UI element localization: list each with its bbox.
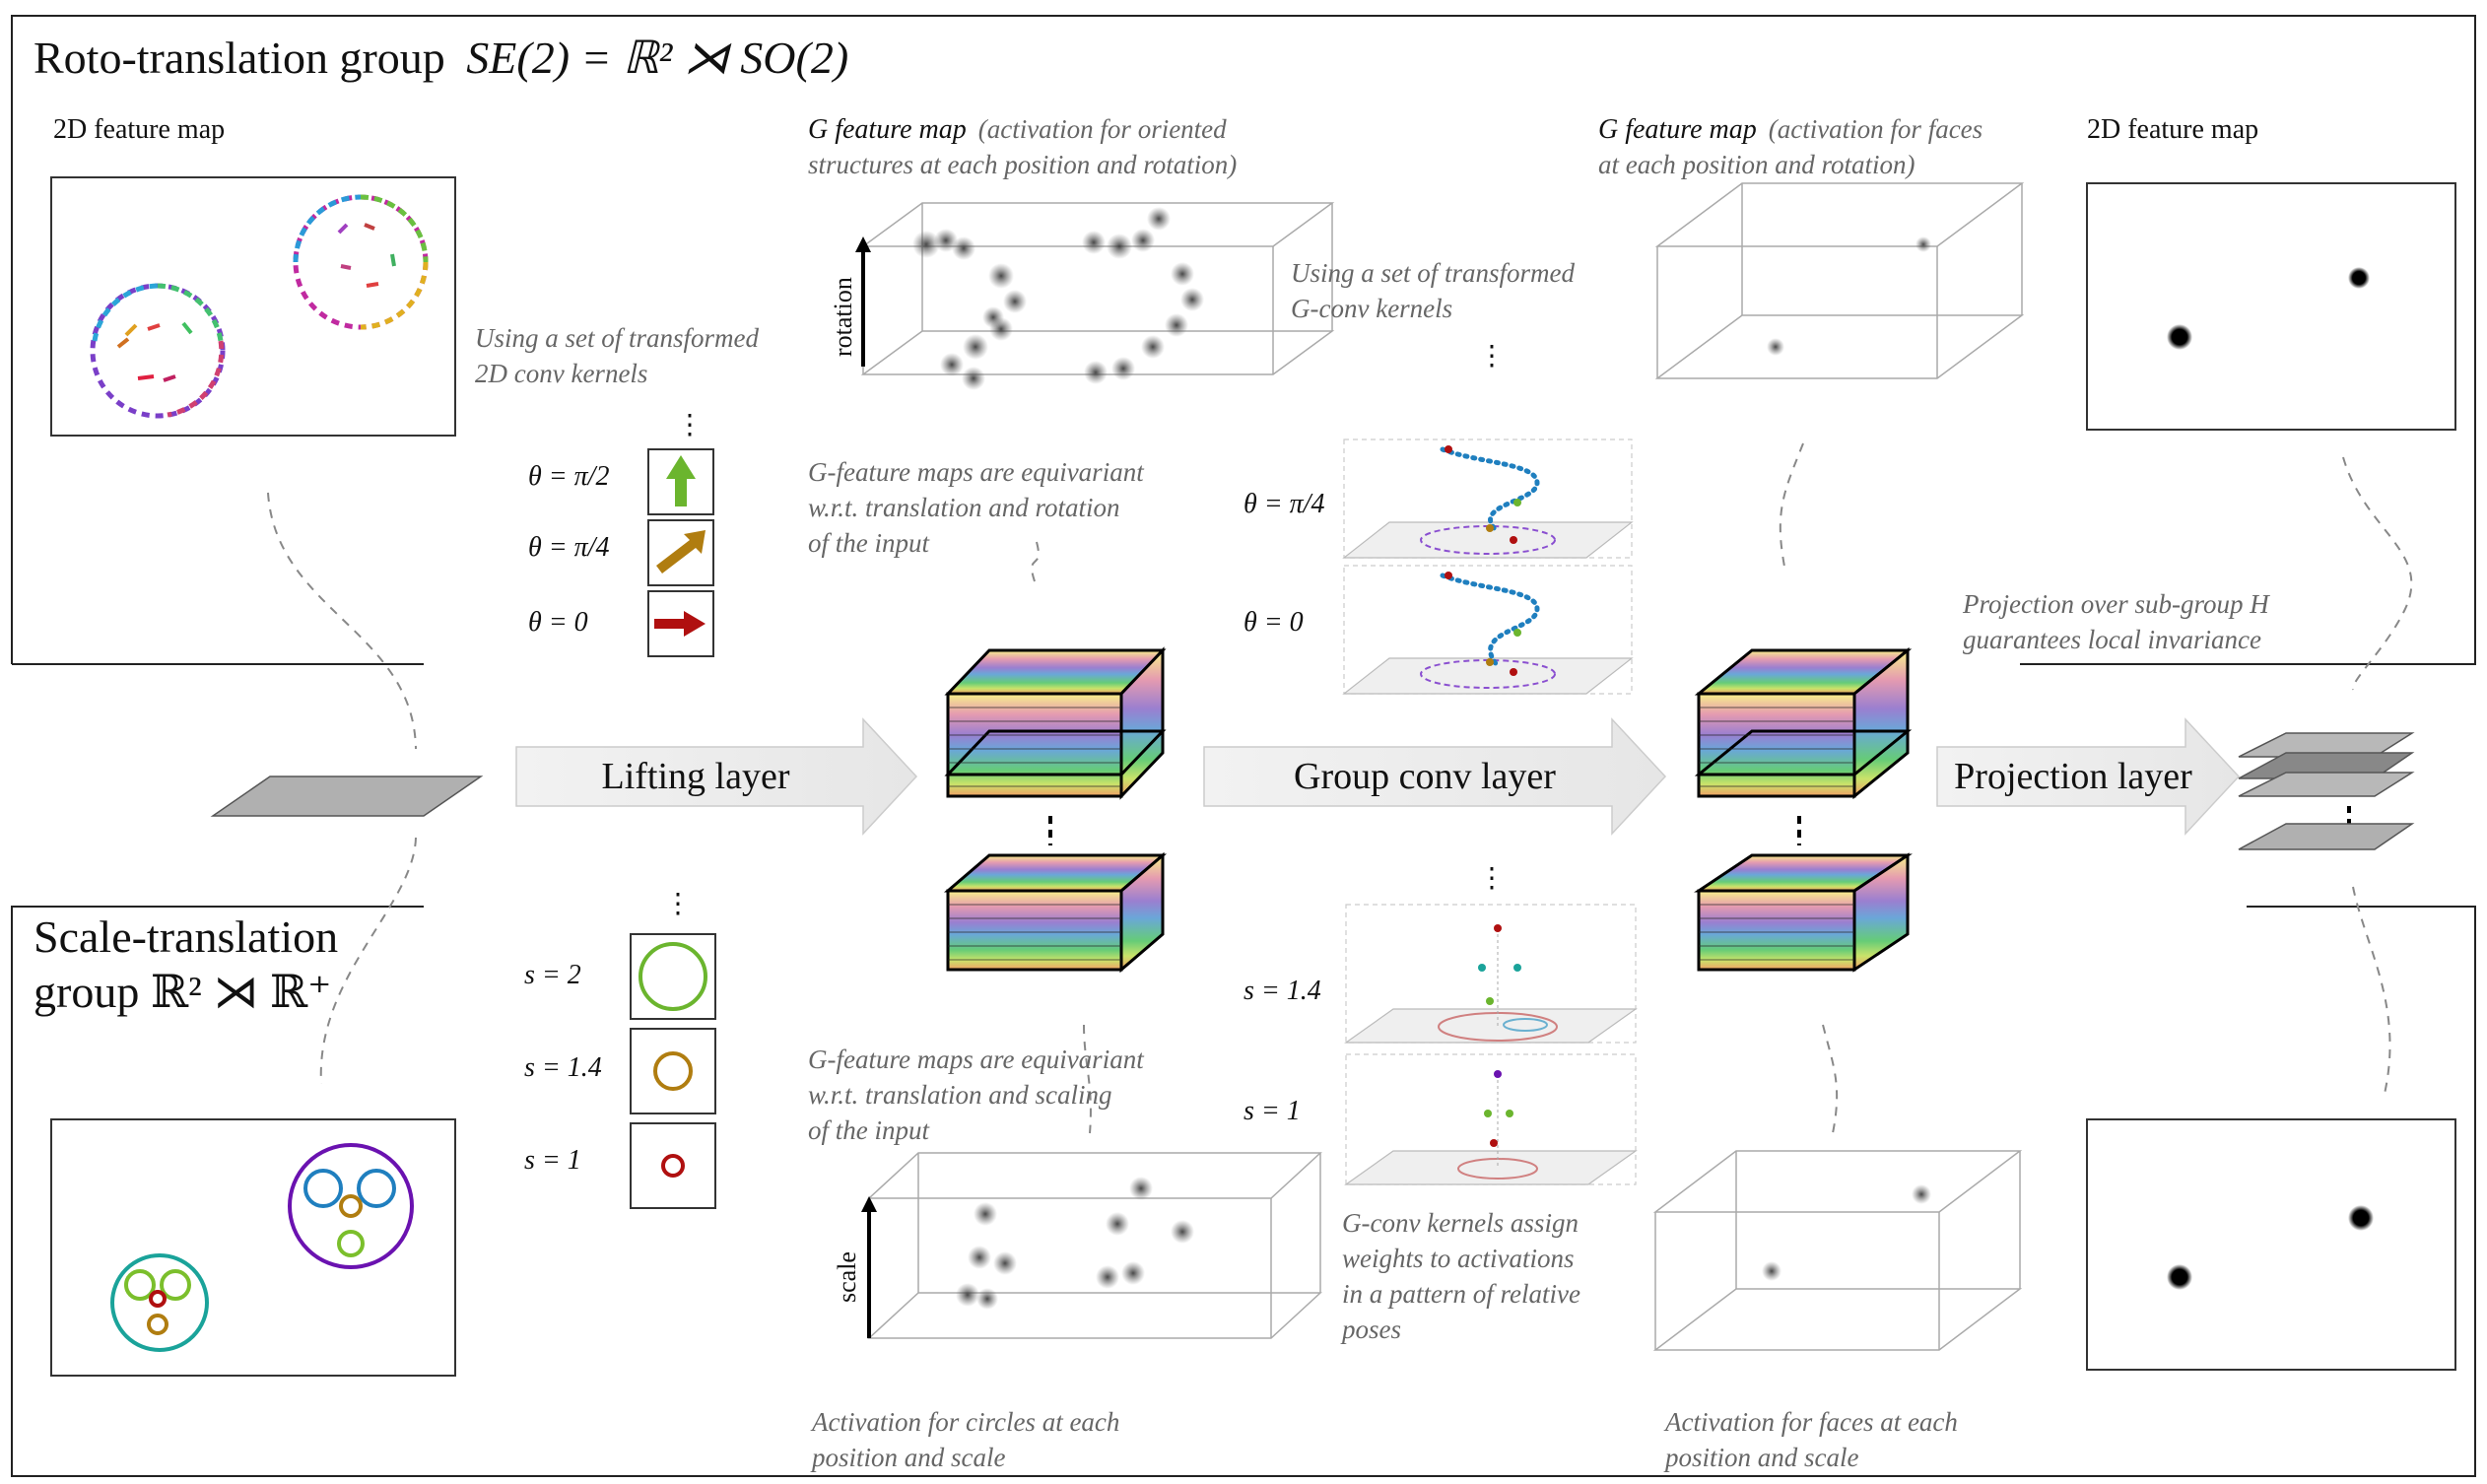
olive-circle-icon	[653, 1051, 693, 1091]
rotation-axis-arrowhead	[855, 236, 871, 252]
gconv-assign-line2: weights to activations	[1342, 1244, 1575, 1273]
scale-section-frame	[11, 906, 2476, 1477]
scale-title-line2: group ℝ² ⋊ ℝ⁺	[34, 967, 331, 1017]
scale-equivariance-line1: G-feature maps are equivariant	[808, 1045, 1145, 1074]
scale-kernels-ellipsis: ⋮	[664, 889, 692, 919]
projection-layer-label: Projection layer	[1954, 756, 2192, 797]
green-circle-icon	[639, 942, 707, 1011]
circles-note-line2: position and scale	[810, 1443, 1006, 1472]
g-map-1-label: G feature map (activation for oriented	[808, 114, 1227, 145]
faces-note-line2: position and scale	[1663, 1443, 1859, 1472]
input-plane	[210, 776, 484, 817]
scale-face-activation-1	[1762, 1261, 1781, 1281]
feature-map-right-roto	[2086, 182, 2456, 431]
scale-equivariance-line2: w.r.t. translation and scaling	[808, 1080, 1112, 1110]
g-map-1-activations	[912, 207, 1204, 390]
scale-title-line1: Scale-translation	[34, 911, 338, 962]
feature-map-right-label: 2D feature map	[2087, 114, 2258, 145]
gconv-note-line2: G-conv kernels	[1291, 294, 1452, 323]
theta-label-pi4: θ = π/4	[528, 532, 609, 563]
scale-gconv-1: s = 1	[1244, 1096, 1301, 1126]
scale-label-1: s = 1	[524, 1145, 581, 1176]
scale-face-1	[110, 1253, 209, 1352]
kernel-box-s2	[630, 933, 716, 1020]
inner-strokes	[116, 223, 396, 382]
feature-map-left-roto	[50, 176, 456, 437]
kernels-note-line2: 2D conv kernels	[475, 359, 647, 388]
kernel-box-s14	[630, 1028, 716, 1114]
theta-gconv-pi4: θ = π/4	[1244, 489, 1324, 519]
roto-equivariance-line1: G-feature maps are equivariant	[808, 457, 1145, 487]
gconv-kernel-scale-1	[1344, 1053, 1638, 1185]
group-conv-layer-label: Group conv layer	[1294, 756, 1556, 797]
faces-note-line1: Activation for faces at each	[1663, 1407, 1958, 1437]
kernels-note-line1: Using a set of transformed	[475, 323, 760, 353]
g-map-scale-2-box	[1652, 1150, 2023, 1351]
olive-arrow-icon	[656, 530, 706, 573]
face-activation-2	[1916, 236, 1931, 252]
feature-map-left-scale	[50, 1118, 456, 1377]
g-map-1-note-line2: structures at each position and rotation…	[808, 150, 1237, 179]
gconv-note-line1: Using a set of transformed	[1291, 258, 1576, 288]
gconv-scale-ellipsis: ⋮	[1478, 863, 1506, 894]
gconv-assign-line1: G-conv kernels assign	[1342, 1208, 1579, 1238]
g-map-2-box	[1654, 182, 2025, 379]
gconv-kernel-scale-14	[1344, 904, 1638, 1044]
projection-note-line2: guarantees local invariance	[1963, 625, 2261, 654]
green-arrow-icon	[666, 455, 696, 506]
gconv-kernel-roto-pi4	[1342, 438, 1634, 559]
output-blob-2	[2348, 267, 2370, 289]
roto-equivariance-line3: of the input	[808, 528, 930, 558]
projection-layer-arrow	[1936, 717, 2241, 836]
kernel-box-s1	[630, 1122, 716, 1209]
scale-axis-label: scale	[833, 1251, 861, 1303]
scale-label-14: s = 1.4	[524, 1052, 602, 1083]
projection-planes	[2238, 732, 2415, 850]
oriented-circle-1	[90, 283, 226, 419]
g-map-scale-activations	[956, 1177, 1194, 1310]
feature-map-left-label: 2D feature map	[53, 114, 225, 145]
theta-label-zero: θ = 0	[528, 607, 588, 638]
theta-gconv-zero: θ = 0	[1244, 607, 1304, 638]
scale-face-activation-2	[1912, 1184, 1931, 1204]
circles-note-line1: Activation for circles at each	[810, 1407, 1119, 1437]
red-circle-icon	[661, 1154, 685, 1178]
group-conv-layer-arrow	[1203, 717, 1667, 836]
g-map-2-note-line2: at each position and rotation)	[1598, 150, 1915, 179]
red-arrow-icon	[654, 611, 706, 637]
face-activation-1	[1767, 338, 1784, 356]
scale-label-2: s = 2	[524, 960, 581, 990]
output-blob-4	[2348, 1205, 2374, 1231]
scale-equivariance-line3: of the input	[808, 1115, 930, 1145]
connector-dashes	[267, 442, 2413, 1134]
g-feature-stack-1	[943, 646, 1168, 974]
theta-label-pi2: θ = π/2	[528, 461, 609, 492]
gconv-assign-line4: poses	[1340, 1315, 1401, 1344]
g-map-2-label: G feature map (activation for faces	[1598, 114, 1983, 145]
projection-note-line1: Projection over sub-group H	[1962, 589, 2270, 619]
g-feature-stack-2	[1694, 646, 1913, 973]
gconv-assign-line3: in a pattern of relative	[1342, 1279, 1580, 1309]
scale-axis-arrowhead	[861, 1196, 877, 1212]
scale-face-2	[288, 1143, 414, 1269]
kernels-ellipsis: ⋮	[676, 410, 704, 440]
rotation-axis-label: rotation	[829, 277, 857, 357]
output-blob-3	[2167, 1264, 2192, 1290]
roto-section-frame	[11, 15, 2476, 665]
roto-equivariance-line2: w.r.t. translation and rotation	[808, 493, 1120, 522]
scale-gconv-14: s = 1.4	[1244, 976, 1321, 1006]
feature-map-right-scale	[2086, 1118, 2456, 1371]
lifting-layer-arrow	[515, 717, 918, 836]
output-blob-1	[2167, 324, 2192, 350]
oriented-circle-2	[293, 194, 429, 330]
g-map-scale-box	[867, 1152, 1322, 1339]
gconv-kernel-roto-zero	[1342, 565, 1634, 695]
g-map-1-box	[860, 202, 1335, 375]
gconv-ellipsis: ⋮	[1478, 341, 1506, 371]
roto-title: Roto-translation group SE(2) = ℝ² ⋊ SO(2…	[34, 33, 848, 83]
lifting-layer-label: Lifting layer	[602, 756, 790, 797]
